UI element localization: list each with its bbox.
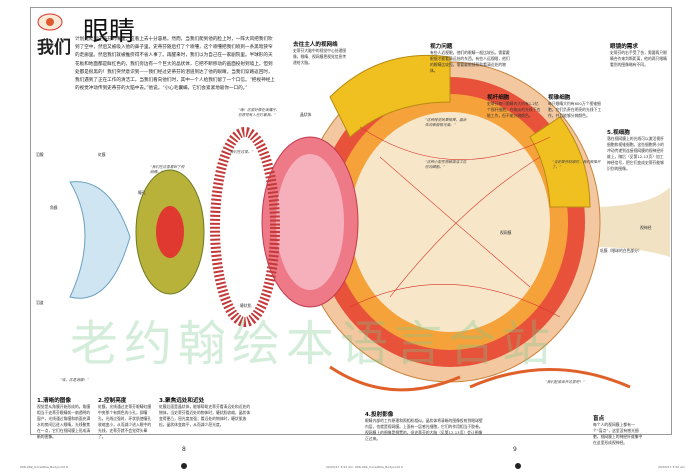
section-heading: 2.控制亮度 xyxy=(98,398,127,404)
note-text: 史蒂芬大脑中的视觉中心处理图像，眼睛、视网膜把视觉信息传递给大脑。 xyxy=(293,48,347,65)
label-cornea: 角膜 xyxy=(50,205,58,210)
section-visual-cells: 5.视细胞 落在视网膜上的光线可以激活视杆细胞和视锥细胞。这些细胞将小的冲动传递… xyxy=(607,128,667,172)
vessel-network xyxy=(349,126,561,318)
section-projection: 4.投射影像 眼睛内部的工作原理和照相机相似。晶状体将清晰的图像投射到眼球壁内层… xyxy=(365,410,485,442)
eye-logo-icon xyxy=(36,12,64,32)
intro-lead-word: 我们 xyxy=(37,38,71,58)
note-heading: 视力问题 xyxy=(430,44,453,50)
note-text: 每个人的视网膜上都有一个“盲点”，这里没有感光细胞，视网膜上的神经纤维集中在这里… xyxy=(593,422,643,445)
note-text: 史蒂芬的右手受了伤，需要两只眼睛合作来判断距离，他的两只眼睛看到的图像略有不同。 xyxy=(610,50,667,67)
callout: “我们在这里看到了视网膜。” xyxy=(150,165,185,175)
callout: “我们在这里。” xyxy=(228,150,254,154)
page-title: 眼睛 xyxy=(83,17,136,47)
section-heading: 3.聚焦远处和近处 xyxy=(159,398,205,404)
label-ciliary-muscle: 睫状肌 xyxy=(240,303,252,308)
note-visual-pathway: 去往主人的视网络 史蒂芬大脑中的视觉中心处理图像，眼睛、视网膜把视觉信息传递给大… xyxy=(293,40,348,66)
page-number-left: 8 xyxy=(182,446,186,453)
note-glasses: 眼镜的需求 史蒂芬的右手受了伤，需要两只眼睛合作来判断距离，他的两只眼睛看到的图… xyxy=(610,42,667,68)
footer-file-right: 006-009_Incredible_Body.indd 9 xyxy=(355,465,403,469)
footer-file-left: 006-009_Incredible_Body.indd 8 xyxy=(20,465,68,469)
callout: “哇，这是泪腺！” xyxy=(60,378,89,382)
note-cone-cells: 视锥细胞 每只眼睛大约有600万个视锥细胞，它们负责在明亮的光线下工作，并且能够… xyxy=(548,93,603,119)
callout: “这种小型生物被清洁工拉住的细胞。” xyxy=(425,160,467,170)
ciliary-ring xyxy=(210,127,280,327)
note-heading: 眼镜的需求 xyxy=(610,44,638,50)
callout: “我们赶紧离开这里吧！” xyxy=(545,380,585,384)
cornea xyxy=(69,181,131,299)
section-text: 落在视网膜上的光线可以激活视杆细胞和视锥细胞。这些细胞将小的冲动传递到连接视网膜… xyxy=(607,136,664,171)
section-text: 视觉是从角膜开始形成的。角膜相当于史蒂芬眼睛前一扇透明的窗户，光线通过角膜和前面… xyxy=(37,404,91,439)
label-iris: 虹膜 xyxy=(98,152,106,157)
label-retina: 视网膜 xyxy=(500,230,512,235)
callout: “当史蒂芬眨眼时，我们被推开了。” xyxy=(552,160,601,170)
section-heading: 1.清晰的图像 xyxy=(37,398,71,404)
label-lacrimal-gland: 泪腺 xyxy=(36,152,44,157)
callout: “嗨！这里好像在演播厅，总感觉有人在盯着我。” xyxy=(238,108,280,118)
note-heading: 视杆细胞 xyxy=(487,95,510,101)
section-text: 眼睛内部的工作原理和照相机相似。晶状体将清晰的图像投射到眼球壁内层，也就是视网膜… xyxy=(365,418,483,441)
section-heading: 5.视细胞 xyxy=(607,130,630,136)
section-brightness: 2.控制亮度 虹膜，光线通过史蒂芬眼睛虹膜中央那个有颜色的小孔，即瞳孔。光线过强… xyxy=(98,396,154,440)
footer-date-right: 20/03/17 3:52 am xyxy=(658,465,685,469)
note-text: 每只眼睛大约有600万个视锥细胞，它们负责在明亮的光线下工作，并且能够分辨颜色。 xyxy=(548,101,602,118)
label-tear-duct: 泪道 xyxy=(36,300,44,305)
note-text: 史蒂芬每只眼睛内大约有1.2亿个视杆细胞，在暗淡的光线下也能工作，但不能分辨颜色… xyxy=(487,101,541,118)
intro-paragraph: 计划先爬到史蒂芬的嘴里，这看上去十分容易。然而，当我们爬到他的脸上时，一阵大风把… xyxy=(75,37,275,92)
label-lens: 晶状体 xyxy=(300,112,312,117)
page-number-right: 9 xyxy=(513,446,517,453)
registration-mark-icon xyxy=(515,463,521,469)
section-text: 虹膜后面是晶状体，能够帮助史蒂芬看清远处和近处的物体。当史蒂芬看近处的物体时，睫… xyxy=(159,404,251,427)
registration-mark-icon xyxy=(181,463,187,469)
note-vision-problems: 视力问题 有些人近视眼，他们的眼睛一般比较长。需要戴眼镜才能看清远处的东西。有些… xyxy=(430,42,510,74)
lens xyxy=(261,136,359,308)
callout: “这种视觉效果很棒，晶状体的表面很光滑。” xyxy=(425,118,467,128)
label-sclera: 巩膜（眼球的白色部分） xyxy=(600,248,642,253)
section-text: 虹膜，光线通过史蒂芬眼睛虹膜中央那个有颜色的小孔，即瞳孔。光线过强时，环状肌使瞳… xyxy=(98,404,152,439)
note-heading: 去往主人的视网络 xyxy=(293,42,338,48)
label-optic-nerve: 视神经 xyxy=(640,225,652,230)
note-text: 有些人近视眼，他们的眼睛一般比较长。需要戴眼镜才能看清远处的东西。有些人远视眼，… xyxy=(430,50,510,73)
footer-date-left: 20/03/17 3:52 am xyxy=(326,465,353,469)
note-heading: 盲点 xyxy=(593,416,605,422)
note-blind-spot: 盲点 每个人的视网膜上都有一个“盲点”，这里没有感光细胞，视网膜上的神经纤维集中… xyxy=(593,414,643,446)
note-heading: 视锥细胞 xyxy=(548,95,571,101)
optic-nerve xyxy=(590,187,670,257)
eye-cutaway-illustration xyxy=(69,54,670,392)
iris xyxy=(135,169,205,295)
muscle-fibers xyxy=(329,365,631,392)
section-focus: 3.聚焦远处和近处 虹膜后面是晶状体，能够帮助史蒂芬看清远处和近处的物体。当史蒂… xyxy=(159,396,253,428)
note-rod-cells: 视杆细胞 史蒂芬每只眼睛内大约有1.2亿个视杆细胞，在暗淡的光线下也能工作，但不… xyxy=(487,93,542,119)
label-pupil: 瞳孔 xyxy=(138,190,146,195)
sclera-layer xyxy=(299,61,601,383)
section-clear-image: 1.清晰的图像 视觉是从角膜开始形成的。角膜相当于史蒂芬眼睛前一扇透明的窗户，光… xyxy=(37,396,93,440)
section-heading: 4.投射影像 xyxy=(365,412,394,418)
